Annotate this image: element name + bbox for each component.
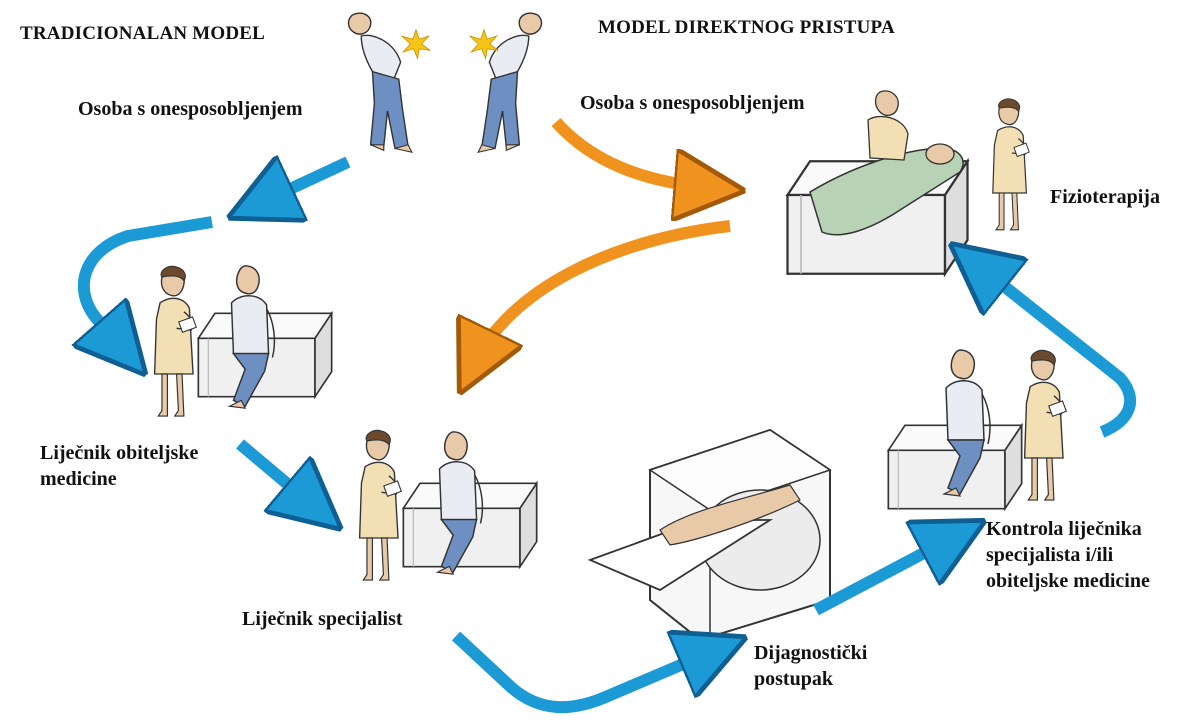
doctor-icon [358,429,402,581]
physiotherapy-label: Fizioterapija [1050,186,1160,208]
traditional-pathway-arrows [84,162,1137,714]
control-label: Kontrola liječnika specijalista i/ili ob… [986,516,1150,594]
mri-scanner-icon [587,428,832,642]
arrow-person-to-physio [551,117,712,188]
specialist-label: Liječnik specijalist [242,608,403,630]
physiotherapy-icon [786,90,1031,275]
arrow-specialist-to-diagnostic [451,636,716,714]
arrow-into-family-doctor [84,216,213,350]
family-doctor-label: Liječnik obiteljske medicine [40,440,198,492]
doctor-icon [153,265,197,417]
family-doctor-label-line: Liječnik obiteljske [40,442,199,464]
arrow-person-to-doctor [258,162,351,204]
diagnostic-label-line: postupak [754,668,833,690]
diagnostic-label: Dijagnostički postupak [754,640,867,692]
arrow-family-to-specialist [236,439,316,508]
patient-on-table-icon [197,265,333,409]
doctor-icon [1023,349,1067,501]
person-back-pain-icon [347,12,431,154]
control-label-line: Kontrola liječnika [986,518,1142,540]
control-label-line: specijalista i/ili [986,544,1114,566]
diagnostic-label-line: Dijagnostički [754,642,868,664]
arrow-diagnostic-to-control [813,536,956,616]
family-doctor-label-line: medicine [40,468,117,490]
direct-pathway-arrows [474,117,731,364]
control-label-line: obiteljske medicine [986,570,1150,592]
arrow-physio-to-specialist [474,220,731,364]
direct-model-heading: MODEL DIREKTNOG PRISTUPA [598,17,895,38]
patient-on-table-icon [887,349,1023,510]
traditional-model-heading: TRADICIONALAN MODEL [20,23,266,44]
patient-on-table-icon [402,431,538,575]
person-label-left: Osoba s onesposobljenjem [78,98,303,120]
person-label-right: Osoba s onesposobljenjem [580,92,805,114]
person-back-pain-icon [469,12,543,154]
arrow-control-to-physio [976,264,1137,438]
